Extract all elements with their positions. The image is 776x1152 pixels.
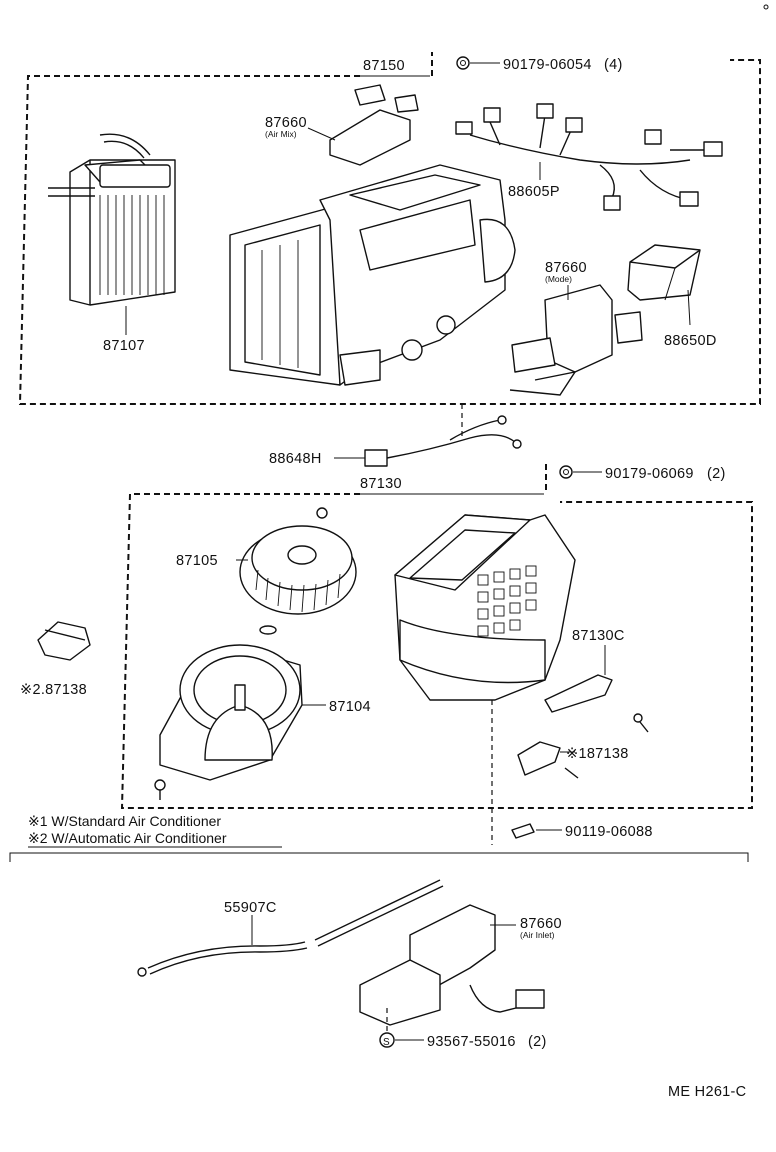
mode-sublabel: (Mode) [545, 274, 572, 284]
heater-unit-label: 87150 [363, 58, 405, 74]
section-divider [9, 852, 749, 862]
blower-case [394, 514, 576, 701]
blower-fan-label: 87105 [176, 553, 218, 569]
air-mix-servo-label: 87660 [265, 115, 307, 131]
wire-harness [455, 103, 723, 211]
heater-core [48, 133, 176, 335]
sub-harness [334, 415, 522, 467]
heater-core-label: 87107 [103, 338, 145, 354]
amplifier-label: 88650D [664, 333, 717, 349]
air-mix-sublabel: (Air Mix) [265, 129, 297, 139]
screw-label: 90119-06088 [565, 824, 653, 840]
figure-code: ME H261-C [668, 1084, 746, 1100]
blower-fan [236, 507, 357, 635]
sub-harness-label: 88648H [269, 451, 322, 467]
screw-s-label: 93567-55016 [427, 1034, 516, 1050]
bolt-mid-label: 90179-06069 [605, 466, 694, 482]
screw-s-qty: (2) [528, 1034, 547, 1050]
resistor-standard [517, 741, 579, 779]
screw-callout: 90119-06088 [511, 823, 653, 840]
blower-unit-label: 87130 [360, 476, 402, 492]
resistor-cover [544, 645, 649, 733]
screw-s-mark: S [383, 1037, 390, 1048]
bolt-top-callout: 90179-06054 (4) [456, 56, 623, 73]
control-cable-label: 55907C [224, 900, 277, 916]
heater-unit-housing [229, 164, 516, 386]
resistor-automatic [37, 621, 91, 661]
air-inlet-servo [359, 904, 545, 1026]
air-mix-servo [307, 84, 419, 166]
control-cable [137, 879, 444, 977]
wire-harness-label: 88605P [508, 184, 560, 200]
note-standard: ※1 W/Standard Air Conditioner [28, 813, 221, 829]
mode-servo-label: 87660 [545, 260, 587, 276]
resistor-cover-label: 87130C [572, 628, 625, 644]
middle-group-frame [120, 460, 753, 845]
blower-motor [154, 644, 326, 800]
blower-motor-label: 87104 [329, 699, 371, 715]
resistor-automatic-label: ※2.87138 [20, 682, 87, 698]
resistor-standard-label: ※187138 [566, 746, 629, 762]
bolt-mid-callout: 90179-06069 (2) [559, 465, 726, 482]
notes: ※1 W/Standard Air Conditioner ※2 W/Autom… [28, 813, 282, 848]
amplifier-unit [627, 244, 701, 326]
air-inlet-servo-label: 87660 [520, 916, 562, 932]
bolt-mid-qty: (2) [707, 466, 726, 482]
bolt-top-label: 90179-06054 [503, 57, 592, 73]
corner-mark [763, 4, 769, 10]
note-automatic: ※2 W/Automatic Air Conditioner [28, 830, 227, 846]
bolt-top-qty: (4) [604, 57, 623, 73]
air-inlet-sublabel: (Air Inlet) [520, 930, 555, 940]
mode-servo [509, 284, 643, 396]
screw-s-callout: S 93567-55016 (2) [379, 1008, 547, 1050]
